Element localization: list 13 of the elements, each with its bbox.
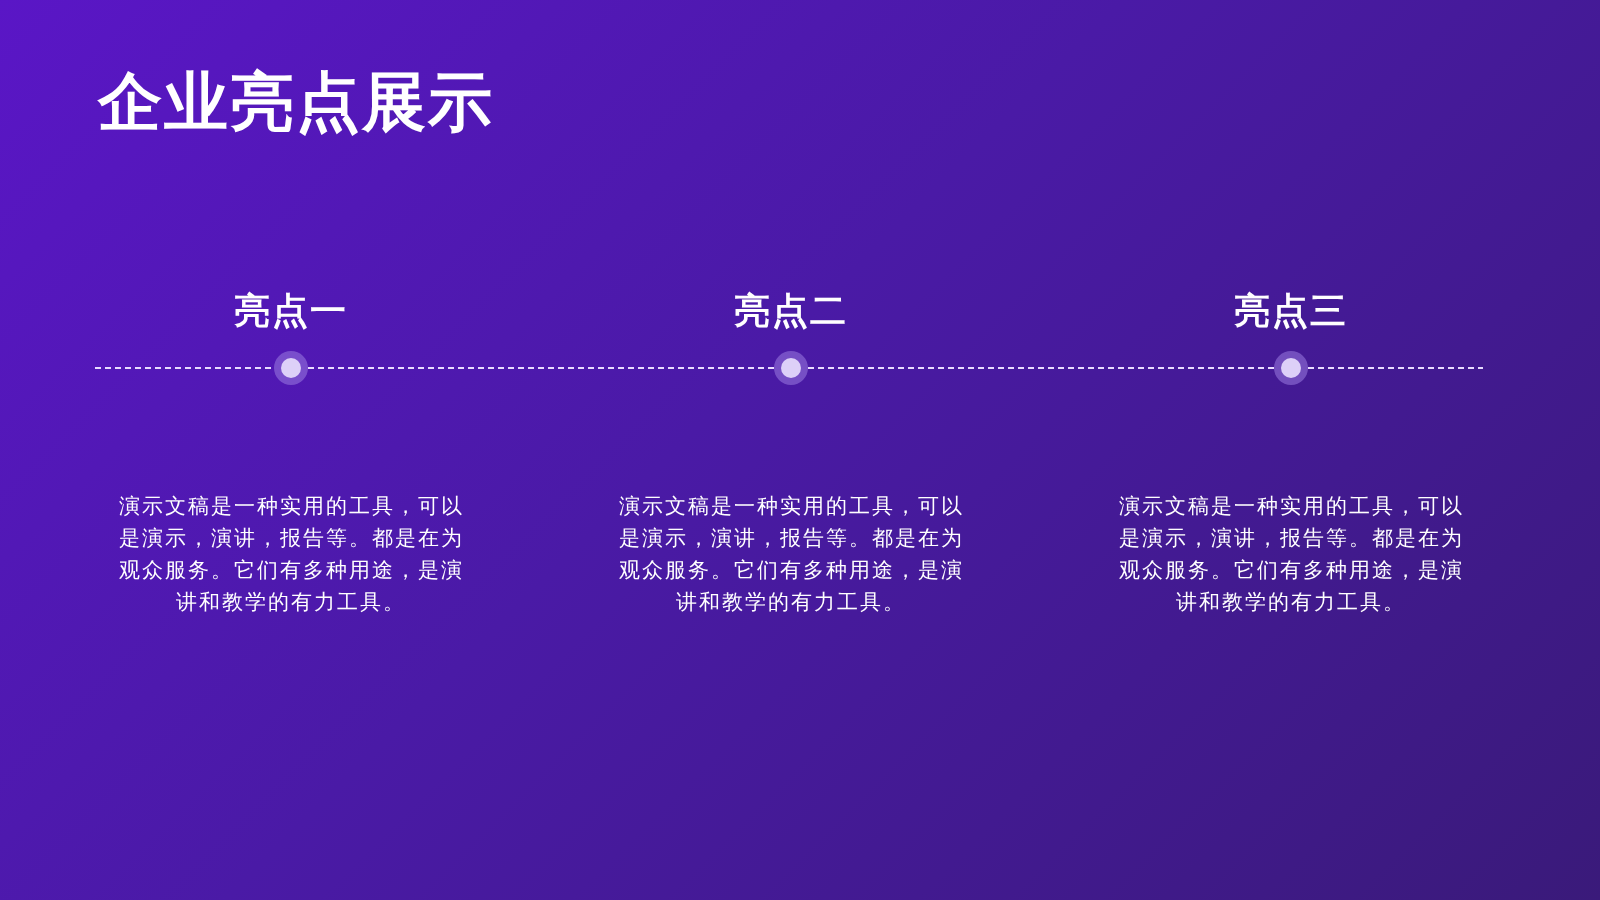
timeline-dot <box>274 351 308 385</box>
description-text: 演示文稿是一种实用的工具，可以是演示，演讲，报告等。都是在为观众服务。它们有多种用途，是演讲和教学的有力工具。 <box>117 493 465 616</box>
heading: 亮点一 <box>234 290 348 331</box>
timeline-dot <box>774 351 808 385</box>
dashed-line <box>807 367 1275 369</box>
dashed-line <box>1307 367 1484 369</box>
description-text: 演示文稿是一种实用的工具，可以是演示，演讲，报告等。都是在为观众服务。它们有多种用途，是演讲和教学的有力工具。 <box>1117 493 1465 616</box>
heading: 亮点三 <box>1234 290 1348 331</box>
timeline-dot <box>1274 351 1308 385</box>
dashed-line <box>307 367 775 369</box>
description-text: 演示文稿是一种实用的工具，可以是演示，演讲，报告等。都是在为观众服务。它们有多种用途，是演讲和教学的有力工具。 <box>617 493 965 616</box>
heading: 亮点二 <box>734 290 848 331</box>
title: 企业亮点展示 <box>98 64 494 141</box>
